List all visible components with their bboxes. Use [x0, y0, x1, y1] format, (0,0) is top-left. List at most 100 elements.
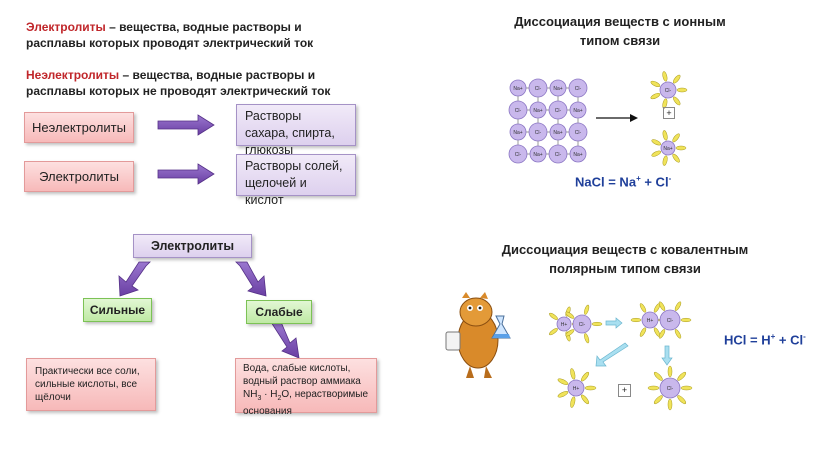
water-molecule — [662, 71, 668, 82]
water-molecule — [680, 385, 693, 391]
ion-label: Cl- — [575, 130, 582, 136]
ion — [567, 379, 585, 397]
ion-label: Na+ — [533, 152, 542, 158]
na-ion — [569, 145, 587, 163]
water-molecule — [658, 329, 666, 339]
water-molecule — [651, 139, 662, 146]
cl-atom — [572, 314, 592, 334]
water-molecule — [570, 396, 576, 408]
tree-root-box: Электролиты — [133, 234, 252, 258]
cl-ion — [508, 144, 528, 164]
water-molecule — [653, 371, 663, 381]
ionic-plus-sign: + — [663, 107, 675, 119]
water-molecule — [650, 93, 661, 100]
na-ion — [549, 123, 567, 141]
hydrated-cl-ion-covalent: Cl- — [647, 365, 693, 411]
cl-ion — [508, 100, 528, 120]
water-molecule — [677, 371, 687, 381]
water-molecule — [549, 328, 558, 336]
arrow-to-weak-examples — [270, 321, 300, 359]
hcl-polarized-molecule: H+Cl- — [630, 301, 692, 339]
cl-ion — [528, 78, 548, 98]
cl-ion — [528, 122, 548, 142]
water-molecule — [672, 74, 681, 84]
strong-electrolytes-box: Сильные — [83, 298, 152, 322]
weak-examples-line1: Вода, слабые кислоты, — [243, 363, 351, 374]
water-molecule — [584, 304, 590, 315]
water-molecule — [675, 145, 687, 151]
ion-label: Na+ — [533, 108, 542, 114]
na-ion — [549, 79, 567, 97]
ion — [659, 81, 677, 99]
water-molecule — [581, 371, 590, 382]
water-molecule — [672, 96, 681, 106]
covalent-heading-line1: Диссоциация веществ с ковалентным — [501, 242, 749, 257]
ion-label: H+ — [647, 318, 654, 324]
hydrated-na-ion: Na+ — [651, 130, 687, 166]
hcl-molecule-with-water: H+Cl- — [549, 304, 603, 344]
nonelectrolytes-examples-box: Растворы сахара, спирта, глюкозы — [236, 104, 356, 157]
covalent-heading-line2: полярным типом связи — [549, 261, 701, 276]
electrolyte-term: Электролиты — [26, 20, 106, 34]
ion — [659, 377, 681, 399]
ion-label: Cl- — [515, 108, 522, 114]
water-molecule — [639, 303, 647, 313]
ion-label: Cl- — [535, 86, 542, 92]
ionic-formula: NaCl = Na+ + Cl- — [575, 174, 671, 189]
water-molecule — [653, 395, 663, 405]
water-molecule — [570, 368, 576, 380]
electrolytes-examples-box: Растворы солей, щелочей и кислот — [236, 154, 356, 207]
arrow-to-weak — [235, 261, 267, 297]
nonelectrolytes-box: Неэлектролиты — [24, 112, 134, 143]
ionic-formula-left: NaCl = Na — [575, 174, 637, 190]
water-molecule — [557, 391, 569, 398]
covalent-arrow-down — [661, 345, 673, 366]
scientist-mascot-illustration — [445, 292, 511, 378]
nonelectrolyte-term: Неэлектролиты — [26, 68, 120, 82]
cl-ion — [568, 78, 588, 98]
ion-label: H+ — [573, 386, 580, 392]
ion-label: Cl- — [535, 130, 542, 136]
formula-dot-h: · H — [261, 389, 278, 400]
ion-label: Cl- — [665, 88, 672, 94]
water-molecule — [584, 385, 597, 391]
ion-label: Cl- — [515, 152, 522, 158]
cl-ion — [548, 144, 568, 164]
ion-label: Cl- — [555, 152, 562, 158]
formula-nh: NH — [243, 389, 258, 400]
formula-sub-2: 2 — [277, 395, 282, 402]
formula-sub-3: 3 — [257, 395, 262, 402]
ion-label: Na+ — [663, 146, 672, 152]
covalent-formula-plus: + — [770, 332, 776, 341]
water-molecule — [565, 311, 575, 319]
na-ion — [569, 101, 587, 119]
water-molecule — [662, 130, 668, 141]
strong-examples-text: Практически все соли, сильные кислоты, в… — [35, 366, 140, 403]
ionic-formula-plus: + — [636, 174, 641, 183]
covalent-heading: Диссоциация веществ с ковалентным полярн… — [480, 240, 770, 278]
water-molecule — [672, 153, 680, 163]
covalent-arrow-right — [605, 317, 623, 329]
strong-examples-box: Практически все соли, сильные кислоты, в… — [26, 358, 156, 411]
ionic-formula-mid: + Cl — [640, 174, 669, 190]
water-molecule — [591, 321, 603, 327]
ion-label: Cl- — [575, 86, 582, 92]
weak-examples-formula: NH3 · H2O, нерастворимые — [243, 388, 369, 405]
covalent-formula-minus: - — [803, 332, 806, 341]
ionic-heading: Диссоциация веществ с ионным типом связи — [500, 12, 740, 50]
water-molecule — [662, 155, 668, 166]
weak-examples-line2: водный раствор аммиака — [243, 376, 361, 387]
cl-atom — [659, 309, 681, 331]
ion-label: Na+ — [573, 108, 582, 114]
weak-electrolytes-box: Слабые — [246, 300, 312, 324]
ionic-heading-line1: Диссоциация веществ с ионным — [514, 14, 726, 29]
ion-label: Na+ — [573, 152, 582, 158]
na-ion — [529, 101, 547, 119]
water-molecule — [651, 150, 662, 157]
electrolyte-definition: Электролиты – вещества, водные растворы … — [26, 19, 356, 51]
water-molecule — [557, 378, 569, 385]
water-molecule — [639, 327, 647, 337]
ion-label: Na+ — [513, 130, 522, 136]
arrow-nonelectrolytes — [157, 114, 215, 136]
weak-examples-line4: основания — [243, 406, 292, 417]
